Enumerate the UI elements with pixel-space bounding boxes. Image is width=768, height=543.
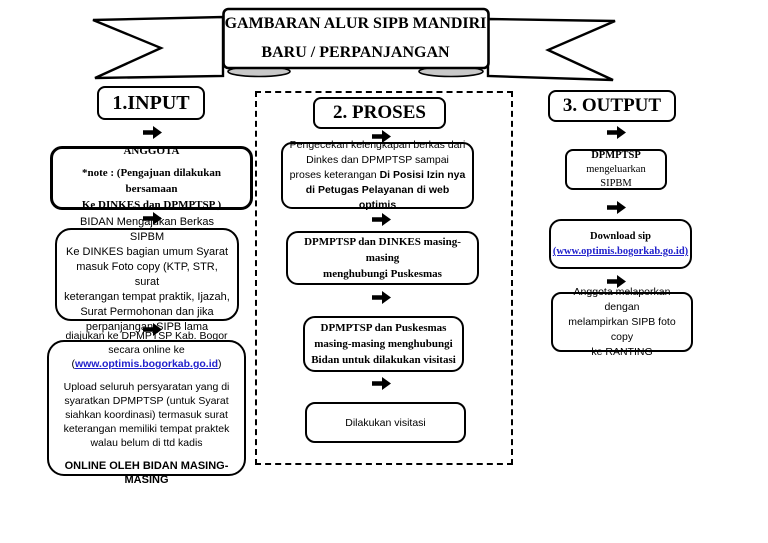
optimis-link[interactable]: www.optimis.bogorkab.go.id xyxy=(74,358,219,370)
flow-arrow-icon xyxy=(372,377,391,390)
diajukan-text-prefix: diajukan ke DPMPTSP Kab. Bogor secara on… xyxy=(65,330,228,370)
node-dpmptsp-puskesmas: DPMPTSP dan Puskesmas masing-masing meng… xyxy=(303,316,464,372)
flow-arrow-icon xyxy=(143,126,162,139)
flow-arrow-icon xyxy=(372,213,391,226)
node-pengecekan: Pengecekan kelengkapan berkas dari Dinke… xyxy=(281,139,474,211)
column-header-proses: 2. PROSES xyxy=(313,97,446,129)
node-pengecekan-text: Pengecekan kelengkapan berkas dari Dinke… xyxy=(289,138,466,213)
node-diajukan-online: diajukan ke DPMPTSP Kab. Bogor secara on… xyxy=(47,330,246,486)
node-dpmptsp-mengeluarkan-regular: mengeluarkan SIPBM xyxy=(586,163,646,189)
flow-arrow-icon xyxy=(607,201,626,214)
pengecekan-bold-text: Di Posisi Izin nya di Petugas Pelayanan … xyxy=(305,169,466,211)
node-anggota: ANGGOTA *note : (Pengajuan dilakukan ber… xyxy=(50,145,253,211)
download-optimis-link[interactable]: (www.optimis.bogorkab.go.id) xyxy=(552,246,689,257)
node-dpmptsp-dinkes-text: DPMPTSP dan DINKES masing-masing menghub… xyxy=(304,236,461,280)
node-bidan-mengajukan: BIDAN Mengajukan Berkas SIPBM Ke DINKES … xyxy=(55,216,239,333)
node-anggota-title: ANGGOTA xyxy=(123,145,180,157)
flow-arrow-icon xyxy=(372,291,391,304)
node-anggota-note: *note : (Pengajuan dilakukan bersamaan K… xyxy=(81,167,222,211)
proses-dashed-region xyxy=(255,91,513,465)
banner-ribbon-shape xyxy=(92,7,616,82)
flow-arrow-icon xyxy=(143,323,162,336)
node-dilakukan-visitasi-text: Dilakukan visitasi xyxy=(345,416,426,429)
node-dpmptsp-dinkes: DPMPTSP dan DINKES masing-masing menghub… xyxy=(286,231,479,285)
pengecekan-regular-text: Pengecekan kelengkapan berkas dari Dinke… xyxy=(289,139,466,181)
node-anggota-melaporkan: Anggota melaporkan dengan melampirkan SI… xyxy=(551,286,693,358)
node-download-sip: Download sip (www.optimis.bogorkab.go.id… xyxy=(549,219,692,269)
page-title: GAMBARAN ALUR SIPB MANDIRI BARU / PERPAN… xyxy=(223,14,488,63)
page-title-line1: GAMBARAN ALUR SIPB MANDIRI xyxy=(224,15,487,32)
column-header-input: 1.INPUT xyxy=(97,86,205,120)
flow-arrow-icon xyxy=(607,126,626,139)
node-dilakukan-visitasi: Dilakukan visitasi xyxy=(305,402,466,443)
node-anggota-melaporkan-text: Anggota melaporkan dengan melampirkan SI… xyxy=(568,285,676,358)
page-title-line2: BARU / PERPANJANGAN xyxy=(261,44,450,61)
node-dpmptsp-mengeluarkan-bold: DPMPTSP xyxy=(591,149,641,161)
flow-arrow-icon xyxy=(607,275,626,288)
flow-arrow-icon xyxy=(143,212,162,225)
diajukan-text-suffix: ) xyxy=(218,358,222,370)
node-diajukan-online-p1: diajukan ke DPMPTSP Kab. Bogor secara on… xyxy=(57,329,236,371)
node-dpmptsp-mengeluarkan: DPMPTSP mengeluarkan SIPBM xyxy=(565,149,667,190)
node-dpmptsp-puskesmas-text: DPMPTSP dan Puskesmas masing-masing meng… xyxy=(311,322,456,366)
node-bidan-mengajukan-text: BIDAN Mengajukan Berkas SIPBM Ke DINKES … xyxy=(64,215,230,333)
column-header-output: 3. OUTPUT xyxy=(548,90,676,122)
node-diajukan-online-p2: Upload seluruh persyaratan yang di syara… xyxy=(63,381,230,449)
node-diajukan-online-p3: ONLINE OLEH BIDAN MASING-MASING xyxy=(64,460,229,486)
flow-arrow-icon xyxy=(372,130,391,143)
node-download-sip-title: Download sip xyxy=(590,231,651,242)
